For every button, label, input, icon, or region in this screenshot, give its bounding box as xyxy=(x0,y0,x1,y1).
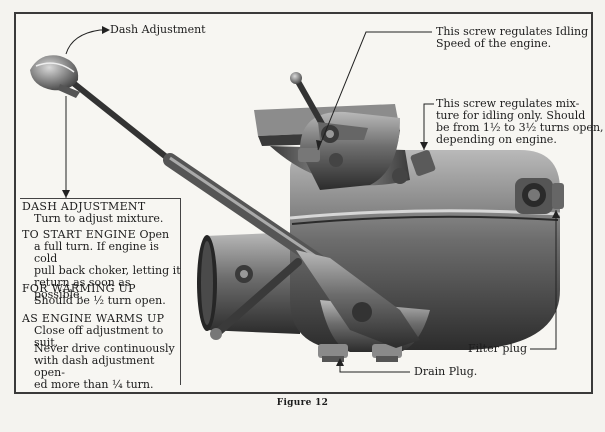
dash-adjustment-knob xyxy=(30,55,79,91)
idle-mixture-annotation: This screw regulates mix- ture for idlin… xyxy=(436,98,604,146)
instruction-body-line: ed more than ¼ turn. xyxy=(34,378,154,391)
instruction-never-drive: Never drive continuously with dash adjus… xyxy=(22,343,182,391)
instruction-warming-up: FOR WARMING UP Should be ½ turn open. xyxy=(22,283,182,307)
mixture-line-2: ture for idling only. Should xyxy=(436,109,586,122)
instruction-body-line: Turn to adjust mixture. xyxy=(34,212,164,225)
drain-plug-label: Drain Plug. xyxy=(414,365,478,378)
mixture-line-1: This screw regulates mix- xyxy=(436,97,580,110)
instruction-start-engine: TO START ENGINE Open a full turn. If eng… xyxy=(22,229,182,301)
mixture-line-3: be from 1½ to 3½ turns open, xyxy=(436,121,604,134)
instruction-dash-adjustment: DASH ADJUSTMENT Turn to adjust mixture. xyxy=(22,201,182,225)
instruction-head: TO START ENGINE xyxy=(22,228,136,241)
idle-speed-annotation: This screw regulates Idling Speed of the… xyxy=(436,26,588,50)
idle-speed-line-2: Speed of the engine. xyxy=(436,37,552,50)
mixture-line-4: depending on engine. xyxy=(436,133,557,146)
instruction-head: AS ENGINE WARMS UP xyxy=(22,312,165,325)
instruction-head: FOR WARMING UP xyxy=(22,282,136,295)
instruction-body-line: Should be ½ turn open. xyxy=(34,294,166,307)
instruction-inline: Open xyxy=(139,228,170,241)
figure-caption: Figure 12 xyxy=(276,398,329,408)
filter-plug-label: Filter plug xyxy=(468,342,528,355)
dash-adjustment-label: Dash Adjustment xyxy=(110,23,206,36)
instruction-body-line: Never drive continuously xyxy=(34,342,175,355)
instruction-head: DASH ADJUSTMENT xyxy=(22,200,146,213)
intake-pipe xyxy=(205,232,300,334)
instruction-body-line: pull back choker, letting it xyxy=(34,264,181,277)
instruction-engine-warms: AS ENGINE WARMS UP Close off adjustment … xyxy=(22,313,182,349)
instruction-body-line: return as soon as possible. xyxy=(34,276,131,301)
instruction-box: DASH ADJUSTMENT Turn to adjust mixture. … xyxy=(20,198,182,391)
idle-speed-line-1: This screw regulates Idling xyxy=(436,25,589,38)
instruction-body-line: Close off adjustment to suit. xyxy=(34,324,164,349)
instruction-body-line: with dash adjustment open- xyxy=(34,354,155,379)
instruction-body-line: a full turn. If engine is cold xyxy=(34,240,159,265)
